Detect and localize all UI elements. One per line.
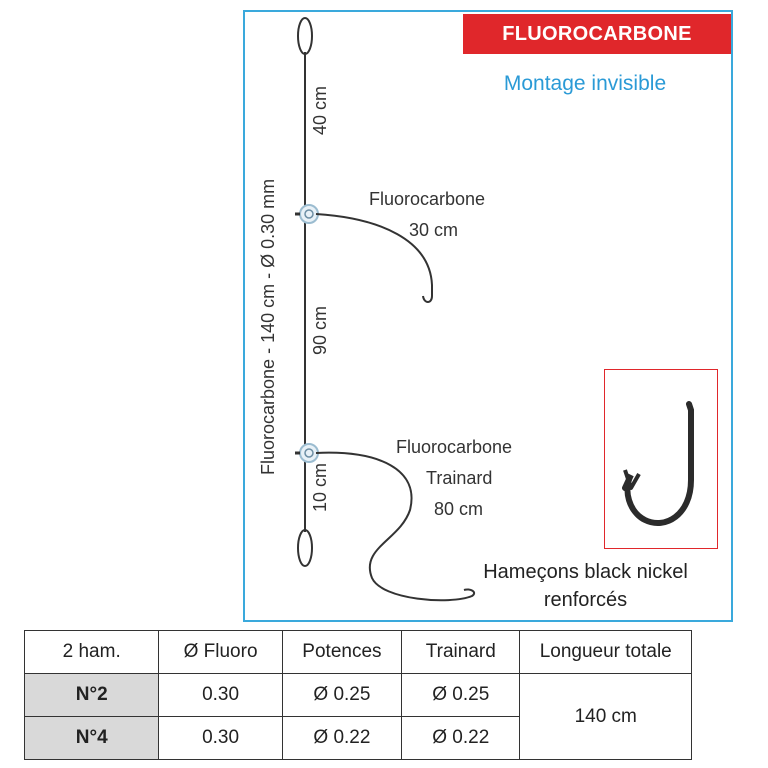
trailer-line bbox=[315, 451, 476, 602]
swivel-bottom bbox=[295, 443, 319, 463]
header-cell: 2 ham. bbox=[23, 630, 160, 674]
table-row: N°4 0.30 Ø 0.22 Ø 0.22 bbox=[23, 716, 692, 760]
trailer-label-line2: Trainard bbox=[426, 468, 492, 488]
hooks-caption-line2: renforcés bbox=[543, 589, 628, 611]
segment-bottom-label: 10 cm bbox=[310, 463, 330, 512]
fluoro-cell: 0.30 bbox=[158, 673, 283, 717]
header-cell: Ø Fluoro bbox=[158, 630, 283, 674]
total-length-cell: 140 cm bbox=[519, 673, 692, 760]
hooks-caption-line1: Hameçons black nickel bbox=[483, 561, 688, 583]
table-header-row: 2 ham. Ø Fluoro Potences Trainard Longue… bbox=[23, 630, 692, 674]
segment-middle-label: 90 cm bbox=[310, 306, 330, 355]
model-cell: N°2 bbox=[23, 673, 160, 717]
hook-photo-frame bbox=[604, 369, 718, 549]
dropper-line bbox=[315, 213, 433, 303]
top-loop bbox=[297, 17, 313, 55]
trainard-cell: Ø 0.25 bbox=[401, 673, 521, 717]
swivel-top bbox=[295, 204, 319, 224]
header-cell: Trainard bbox=[401, 630, 521, 674]
bottom-loop bbox=[297, 529, 313, 567]
header-cell: Longueur totale bbox=[519, 630, 692, 674]
fluoro-cell: 0.30 bbox=[158, 716, 283, 760]
trainard-cell: Ø 0.22 bbox=[401, 716, 521, 760]
potences-cell: Ø 0.22 bbox=[281, 716, 403, 760]
segment-top-label: 40 cm bbox=[310, 86, 330, 135]
dropper-label-line1: Fluorocarbone bbox=[369, 189, 485, 209]
subtitle: Montage invisible bbox=[503, 72, 667, 95]
hook-icon bbox=[622, 401, 694, 527]
model-cell: N°4 bbox=[23, 716, 160, 760]
potences-cell: Ø 0.25 bbox=[281, 673, 403, 717]
hooks-caption: Hameçons black nickel renforcés bbox=[458, 558, 713, 614]
spec-table: 2 ham. Ø Fluoro Potences Trainard Longue… bbox=[23, 630, 692, 760]
trailer-label-line3: 80 cm bbox=[434, 499, 483, 519]
header-cell: Potences bbox=[281, 630, 403, 674]
dropper-label-line2: 30 cm bbox=[409, 220, 458, 240]
trailer-label-line1: Fluorocarbone bbox=[396, 437, 512, 457]
main-line-label: Fluorocarbone - 140 cm - Ø 0.30 mm bbox=[258, 179, 278, 475]
fluorocarbone-badge: FLUOROCARBONE bbox=[463, 14, 731, 54]
table-row: N°2 0.30 Ø 0.25 Ø 0.25 140 cm bbox=[23, 673, 692, 760]
